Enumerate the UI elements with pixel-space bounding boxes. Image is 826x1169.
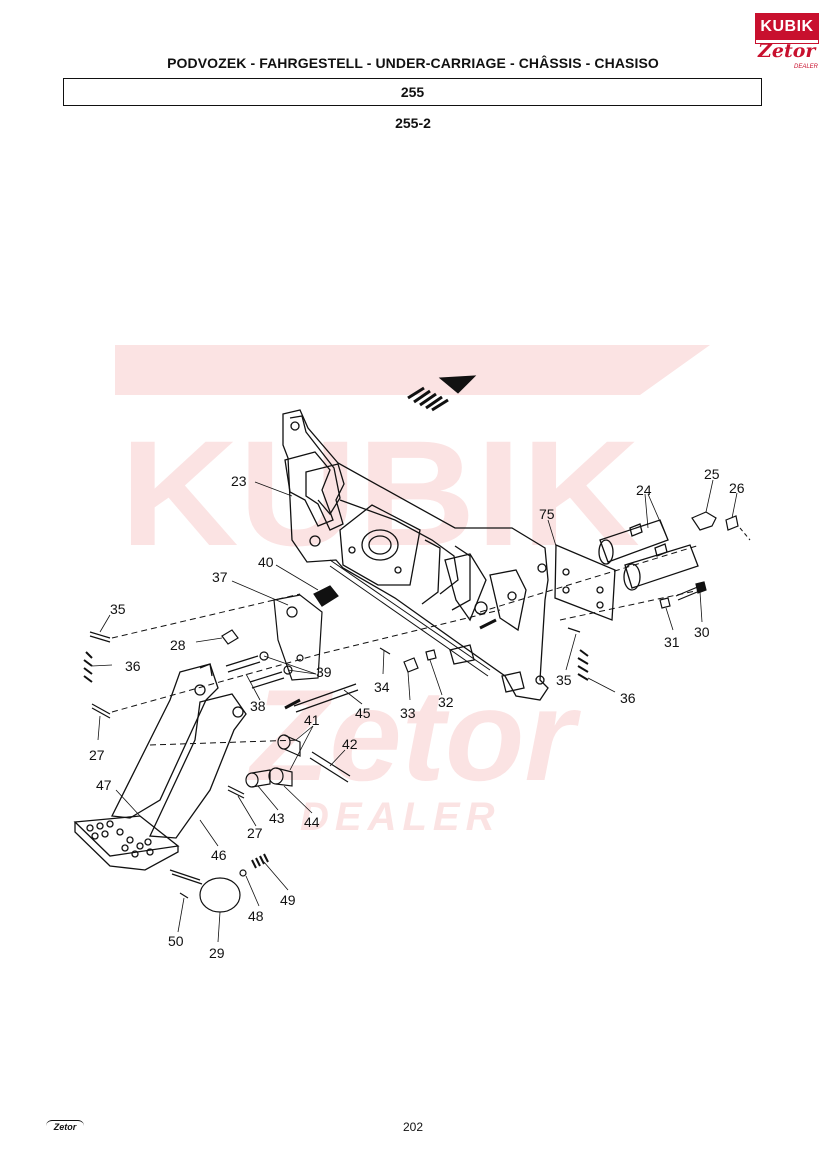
pins-and-springs	[83, 627, 589, 799]
part-label-36-right: 36	[620, 690, 636, 706]
leader-lines	[91, 479, 738, 943]
fittings	[691, 511, 739, 531]
logo-kubik-text: KUBIK	[756, 14, 818, 43]
part-label-42: 42	[342, 736, 358, 752]
part-label-35-right: 35	[556, 672, 572, 688]
part-label-32: 32	[438, 694, 454, 710]
part-label-27-left: 27	[89, 747, 105, 763]
part-label-25: 25	[704, 466, 720, 482]
part-label-26: 26	[729, 480, 745, 496]
part-label-37: 37	[212, 569, 228, 585]
watermark-zetor: Zetor	[246, 662, 581, 808]
group-number-box: 255	[63, 78, 762, 106]
logo-dealer-text: DEALER	[793, 64, 818, 70]
part-label-50: 50	[168, 933, 184, 949]
part-label-28: 28	[170, 637, 186, 653]
subgroup-number: 255-2	[395, 115, 431, 131]
part-label-44: 44	[304, 814, 320, 830]
part-label-49: 49	[280, 892, 296, 908]
shaft-bushings-pin	[268, 683, 359, 787]
bolt-and-bushing	[245, 769, 271, 788]
watermark-dealer: DEALER	[300, 795, 500, 839]
part-label-39: 39	[316, 664, 332, 680]
watermark-kubik: KUBIK	[120, 409, 640, 577]
kubik-zetor-logo: KUBIK Zetor DEALER	[756, 14, 818, 72]
pedal-assembly	[73, 663, 247, 871]
part-label-45: 45	[355, 705, 371, 721]
part-label-34: 34	[374, 679, 390, 695]
logo-zetor-text: Zetor	[758, 40, 816, 62]
part-label-24: 24	[636, 482, 652, 498]
part-label-43: 43	[269, 810, 285, 826]
page-number: 202	[402, 1120, 424, 1134]
part-label-27-right: 27	[247, 825, 263, 841]
part-label-75: 75	[539, 506, 555, 522]
part-label-29: 29	[209, 945, 225, 961]
bolt-and-nut-right	[659, 581, 707, 609]
part-label-23: 23	[231, 473, 247, 489]
part-label-31: 31	[664, 634, 680, 650]
pin-and-nuts	[379, 618, 497, 673]
part-label-38: 38	[250, 698, 266, 714]
throttle-knob-parts	[169, 853, 269, 913]
flange-plate	[554, 544, 616, 621]
watermark-bar-icon	[115, 345, 710, 395]
switch-and-bracket	[273, 585, 339, 681]
part-label-35-left: 35	[110, 601, 126, 617]
part-label-30: 30	[694, 624, 710, 640]
page-title: PODVOZEK - FAHRGESTELL - UNDER-CARRIAGE …	[167, 55, 659, 71]
direction-arrow-icon	[407, 375, 477, 412]
footer-zetor-logo: Zetor	[46, 1120, 84, 1133]
part-label-47: 47	[96, 777, 112, 793]
assembly-lines	[111, 527, 751, 746]
watermark: KUBIK Zetor DEALER	[115, 345, 710, 839]
part-label-46: 46	[211, 847, 227, 863]
part-label-36-left: 36	[125, 658, 141, 674]
part-label-41: 41	[304, 712, 320, 728]
part-label-33: 33	[400, 705, 416, 721]
pedal-bracket-frame	[282, 409, 549, 701]
part-label-48: 48	[248, 908, 264, 924]
part-label-40: 40	[258, 554, 274, 570]
part-labels: 23 24 25 26 75 40 37 35 36 28 39 38 34 3…	[89, 466, 745, 961]
bolts-washers-left	[221, 629, 301, 710]
